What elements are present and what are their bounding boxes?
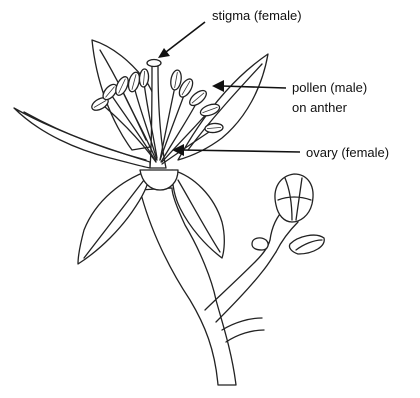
stigma-tip [147,60,161,67]
stigma-arrow [158,22,205,58]
anther-label: on anther [292,100,348,115]
anthers-right [169,69,223,133]
stigma-label: stigma (female) [212,8,302,23]
petal-lower-left [78,170,150,264]
ovary-label: ovary (female) [306,145,389,160]
flower-bud [275,174,313,222]
pollen-label: pollen (male) [292,80,367,95]
small-side-buds [252,235,324,254]
